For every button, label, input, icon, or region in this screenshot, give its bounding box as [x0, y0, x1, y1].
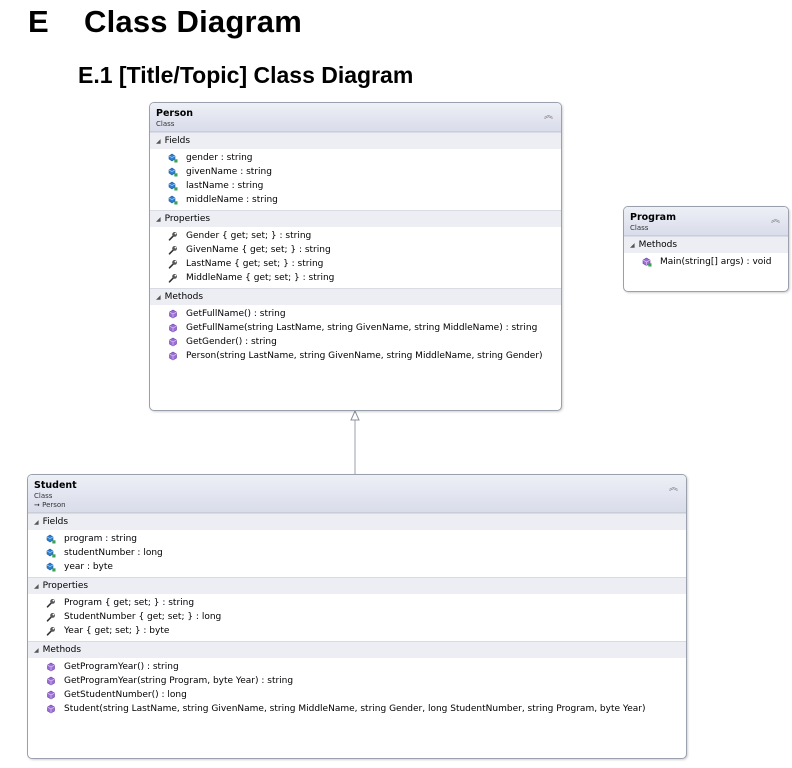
field-icon — [168, 195, 178, 205]
method-icon — [46, 676, 56, 686]
field-item[interactable]: program : string — [28, 532, 686, 546]
section-properties[interactable]: ◢Properties — [150, 210, 561, 227]
class-name: Person — [156, 108, 194, 119]
method-item[interactable]: Person(string LastName, string GivenName… — [150, 349, 561, 363]
inheritance-label: ➞ Person — [34, 501, 66, 509]
method-item[interactable]: GetGender() : string — [150, 335, 561, 349]
method-icon — [642, 257, 652, 267]
method-icon — [168, 309, 178, 319]
subsection-heading: E.1 [Title/Topic] Class Diagram — [78, 62, 414, 88]
property-item[interactable]: Gender { get; set; } : string — [150, 229, 561, 243]
section-properties[interactable]: ◢Properties — [28, 577, 686, 594]
method-icon — [168, 323, 178, 333]
method-item[interactable]: Student(string LastName, string GivenNam… — [28, 702, 686, 716]
collapse-chevron-icon[interactable]: ︽ — [770, 215, 780, 225]
inheritance-arrowhead — [350, 409, 360, 421]
field-icon — [46, 548, 56, 558]
section-title: Class Diagram — [84, 4, 302, 39]
property-icon — [46, 626, 56, 636]
method-icon — [46, 662, 56, 672]
properties-list: Program { get; set; } : string StudentNu… — [28, 594, 686, 641]
method-item[interactable]: GetFullName(string LastName, string Give… — [150, 321, 561, 335]
property-icon — [46, 598, 56, 608]
expand-triangle-icon: ◢ — [630, 242, 635, 249]
class-kind: Class — [156, 120, 175, 128]
section-fields[interactable]: ◢Fields — [150, 132, 561, 149]
method-icon — [46, 704, 56, 714]
section-methods[interactable]: ◢Methods — [150, 288, 561, 305]
field-item[interactable]: gender : string — [150, 151, 561, 165]
property-icon — [168, 273, 178, 283]
method-icon — [168, 351, 178, 361]
method-icon — [46, 690, 56, 700]
property-item[interactable]: Year { get; set; } : byte — [28, 624, 686, 638]
field-icon — [168, 181, 178, 191]
class-kind: Class — [630, 224, 649, 232]
class-name: Program — [630, 212, 676, 223]
class-header[interactable]: Student Class ➞ Person ︽ — [28, 475, 686, 513]
property-item[interactable]: StudentNumber { get; set; } : long — [28, 610, 686, 624]
property-icon — [46, 612, 56, 622]
method-item[interactable]: GetStudentNumber() : long — [28, 688, 686, 702]
field-icon — [46, 562, 56, 572]
section-fields[interactable]: ◢Fields — [28, 513, 686, 530]
collapse-chevron-icon[interactable]: ︽ — [668, 483, 678, 493]
property-item[interactable]: MiddleName { get; set; } : string — [150, 271, 561, 285]
methods-list: GetFullName() : string GetFullName(strin… — [150, 305, 561, 366]
property-item[interactable]: GivenName { get; set; } : string — [150, 243, 561, 257]
field-item[interactable]: studentNumber : long — [28, 546, 686, 560]
class-kind: Class — [34, 492, 53, 500]
method-icon — [168, 337, 178, 347]
section-methods[interactable]: ◢Methods — [624, 236, 788, 253]
methods-list: GetProgramYear() : string GetProgramYear… — [28, 658, 686, 719]
class-header[interactable]: Person Class ︽ — [150, 103, 561, 132]
property-icon — [168, 231, 178, 241]
method-item[interactable]: GetFullName() : string — [150, 307, 561, 321]
inherit-arrow-icon: ➞ — [34, 501, 43, 509]
field-item[interactable]: year : byte — [28, 560, 686, 574]
methods-list: Main(string[] args) : void — [624, 253, 788, 272]
expand-triangle-icon: ◢ — [34, 647, 39, 654]
section-methods[interactable]: ◢Methods — [28, 641, 686, 658]
field-item[interactable]: lastName : string — [150, 179, 561, 193]
class-student[interactable]: Student Class ➞ Person ︽ ◢Fields program… — [27, 474, 687, 759]
property-item[interactable]: LastName { get; set; } : string — [150, 257, 561, 271]
section-heading: E Class Diagram — [28, 4, 302, 40]
expand-triangle-icon: ◢ — [34, 583, 39, 590]
fields-list: gender : string givenName : string lastN… — [150, 149, 561, 210]
class-name: Student — [34, 480, 77, 491]
field-item[interactable]: givenName : string — [150, 165, 561, 179]
method-item[interactable]: GetProgramYear() : string — [28, 660, 686, 674]
expand-triangle-icon: ◢ — [156, 216, 161, 223]
properties-list: Gender { get; set; } : string GivenName … — [150, 227, 561, 288]
field-item[interactable]: middleName : string — [150, 193, 561, 207]
section-number: E — [28, 4, 49, 39]
class-program[interactable]: Program Class ︽ ◢Methods Main(string[] a… — [623, 206, 789, 292]
expand-triangle-icon: ◢ — [34, 519, 39, 526]
field-icon — [168, 153, 178, 163]
field-icon — [168, 167, 178, 177]
fields-list: program : string studentNumber : long ye… — [28, 530, 686, 577]
method-item[interactable]: Main(string[] args) : void — [624, 255, 788, 269]
expand-triangle-icon: ◢ — [156, 138, 161, 145]
collapse-chevron-icon[interactable]: ︽ — [543, 111, 553, 121]
property-icon — [168, 259, 178, 269]
expand-triangle-icon: ◢ — [156, 294, 161, 301]
field-icon — [46, 534, 56, 544]
class-person[interactable]: Person Class ︽ ◢Fields gender : string g… — [149, 102, 562, 411]
property-item[interactable]: Program { get; set; } : string — [28, 596, 686, 610]
property-icon — [168, 245, 178, 255]
class-header[interactable]: Program Class ︽ — [624, 207, 788, 236]
method-item[interactable]: GetProgramYear(string Program, byte Year… — [28, 674, 686, 688]
